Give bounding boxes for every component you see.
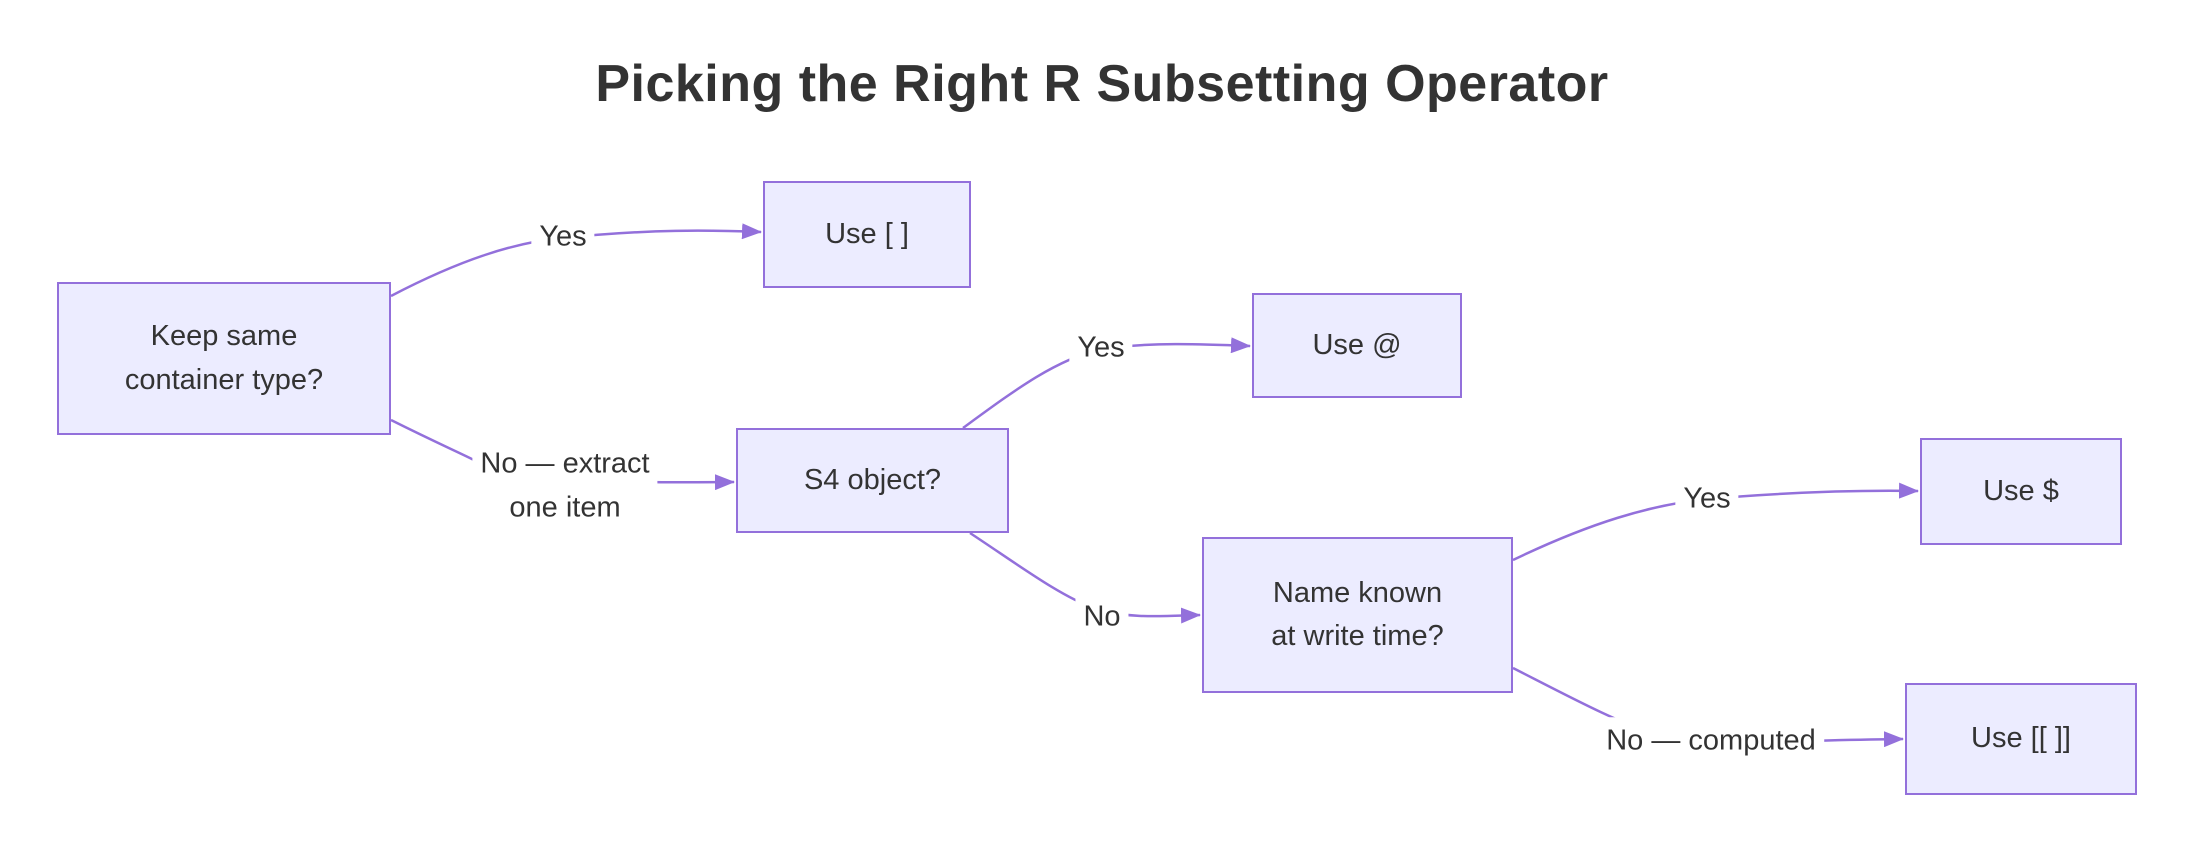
edge-label-s4-yes: Yes bbox=[1069, 324, 1133, 372]
node-label-line: Name known bbox=[1272, 576, 1443, 609]
node-label-line: Use [[ ]] bbox=[1971, 722, 2071, 755]
node-use-dollar: Use $ bbox=[1920, 438, 2122, 545]
node-keep-same-container-type: Keep same container type? bbox=[57, 282, 391, 435]
node-label-line: Use @ bbox=[1312, 328, 1402, 361]
node-label-line: Keep same bbox=[150, 320, 298, 352]
node-use-double-bracket: Use [[ ]] bbox=[1905, 683, 2137, 795]
edge-label-keep-no: No — extract one item bbox=[472, 440, 658, 532]
edge-label-s4-no: No bbox=[1075, 593, 1129, 641]
node-label-line: Use $ bbox=[1983, 474, 2059, 507]
diagram-title: Picking the Right R Subsetting Operator bbox=[595, 55, 1609, 113]
node-name-known-at-write-time: Name known at write time? bbox=[1202, 537, 1513, 693]
node-s4-object: S4 object? bbox=[736, 428, 1009, 533]
node-label-line: Use [ ] bbox=[825, 217, 909, 250]
edge-label-name-known-no: No — computed bbox=[1598, 717, 1824, 765]
node-use-at: Use @ bbox=[1252, 293, 1462, 398]
node-label-line: at write time? bbox=[1271, 620, 1444, 652]
node-label-line: S4 object? bbox=[803, 463, 942, 496]
edge-label-keep-yes: Yes bbox=[531, 213, 595, 261]
node-use-bracket: Use [ ] bbox=[763, 181, 971, 288]
node-label-line: container type? bbox=[124, 363, 324, 396]
edge-label-name-known-yes: Yes bbox=[1675, 475, 1739, 523]
